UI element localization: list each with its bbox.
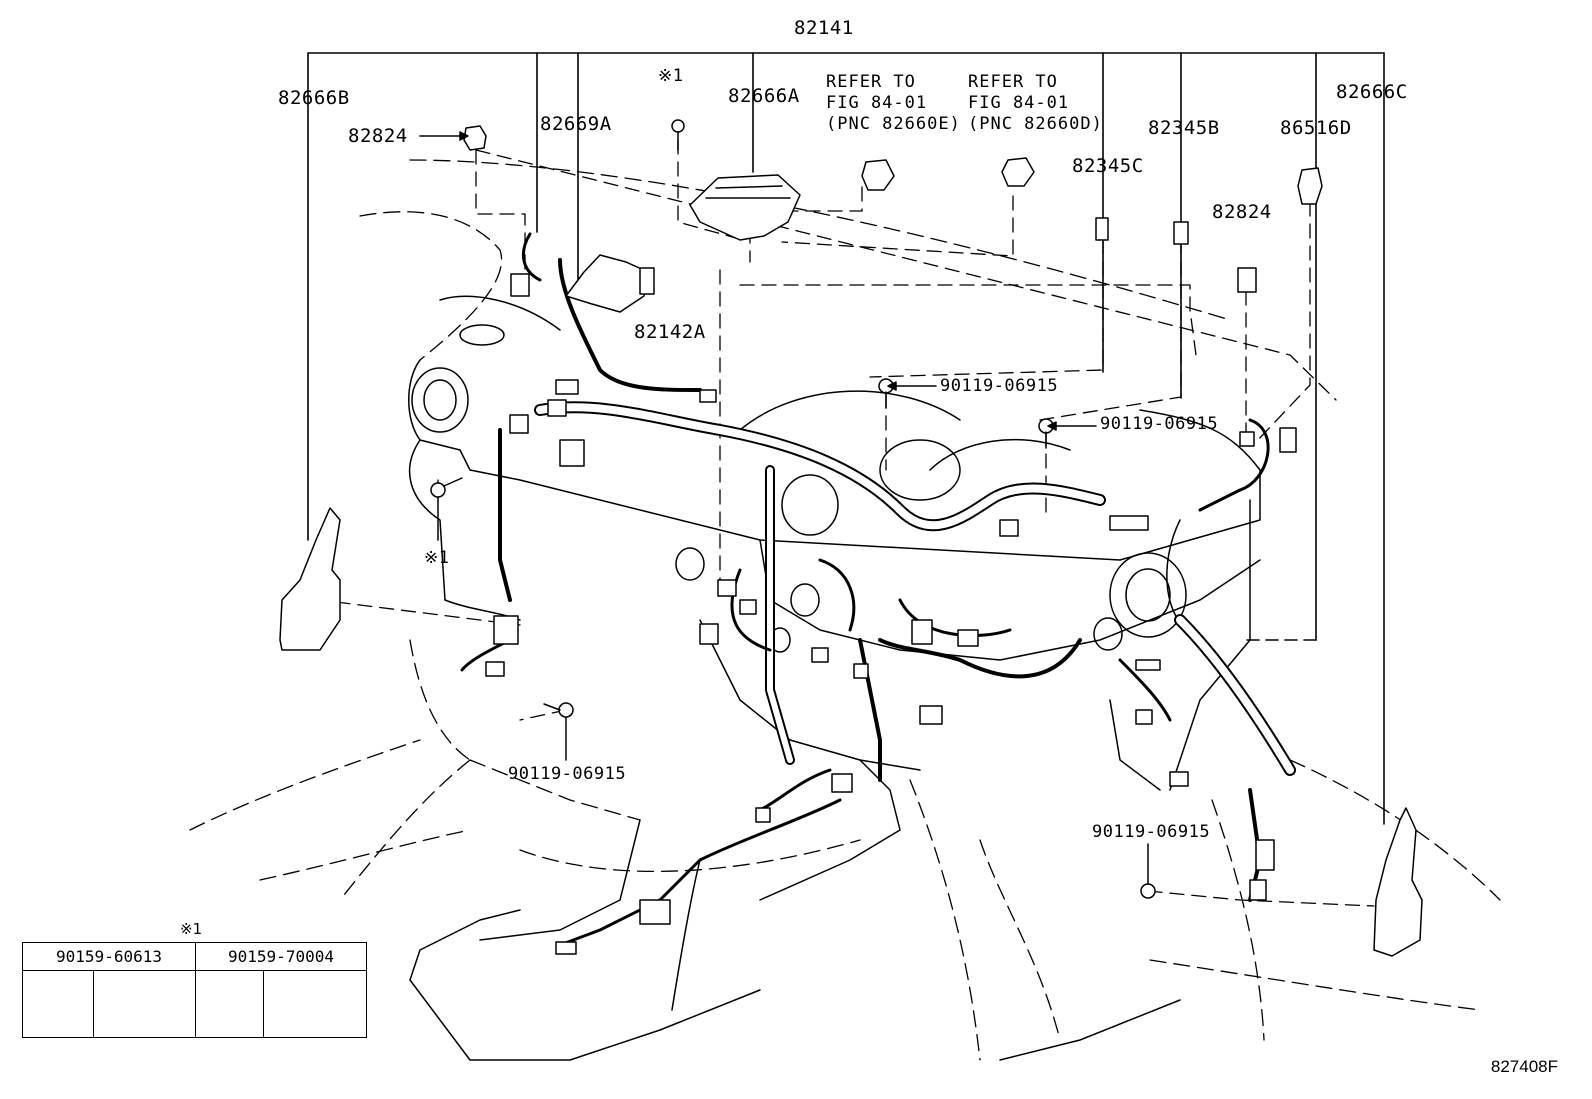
label-note-top: ※1: [658, 66, 684, 86]
table-note-mark: ※1: [180, 920, 203, 938]
harness-connectors: [485, 273, 1297, 955]
label-82824-left: 82824: [348, 125, 408, 147]
label-82142a: 82142A: [634, 321, 706, 343]
dashed-leaders: [335, 139, 1375, 907]
refer-note-line: (PNC 82660D): [968, 114, 1103, 134]
harness-trunk: [460, 232, 1296, 947]
main-harness-leader-lines: [307, 52, 1385, 825]
label-86516d: 86516D: [1280, 117, 1352, 139]
label-82666a: 82666A: [728, 85, 800, 107]
refer-note-line: FIG 84-01: [826, 93, 928, 113]
refer-note-82660e: REFER TO FIG 84-01 (PNC 82660E): [826, 72, 961, 135]
label-bolt-2: 90119-06915: [1100, 414, 1219, 434]
label-bolt-1: 90119-06915: [940, 376, 1059, 396]
refer-note-line: (PNC 82660E): [826, 114, 961, 134]
label-82666b: 82666B: [278, 87, 350, 109]
refer-note-line: REFER TO: [826, 72, 916, 92]
label-82824-right: 82824: [1212, 201, 1272, 223]
air-vents: [411, 324, 1187, 653]
label-82669a: 82669A: [540, 113, 612, 135]
refer-note-line: FIG 84-01: [968, 93, 1070, 113]
table-divider: [93, 971, 94, 1037]
refer-note-line: REFER TO: [968, 72, 1058, 92]
refer-note-82660d: REFER TO FIG 84-01 (PNC 82660D): [968, 72, 1103, 135]
table-divider: [195, 943, 196, 1037]
fastener-part-no: 90159-60613: [23, 943, 195, 971]
label-bolt-4: 90119-06915: [1092, 822, 1211, 842]
label-82666c: 82666C: [1336, 81, 1408, 103]
loose-parts: [279, 119, 1423, 957]
fastener-table: 90159-60613 90159-70004: [22, 942, 367, 1038]
label-82345c: 82345C: [1072, 155, 1144, 177]
table-divider: [263, 971, 264, 1037]
label-bolt-3: 90119-06915: [508, 764, 627, 784]
label-note-left: ※1: [424, 548, 450, 568]
label-82141: 82141: [794, 17, 854, 39]
fastener-part-no: 90159-70004: [195, 943, 367, 971]
label-82345b: 82345B: [1148, 117, 1220, 139]
dashboard-outline: [189, 159, 1501, 1061]
figure-id: 827408F: [1490, 1057, 1558, 1076]
